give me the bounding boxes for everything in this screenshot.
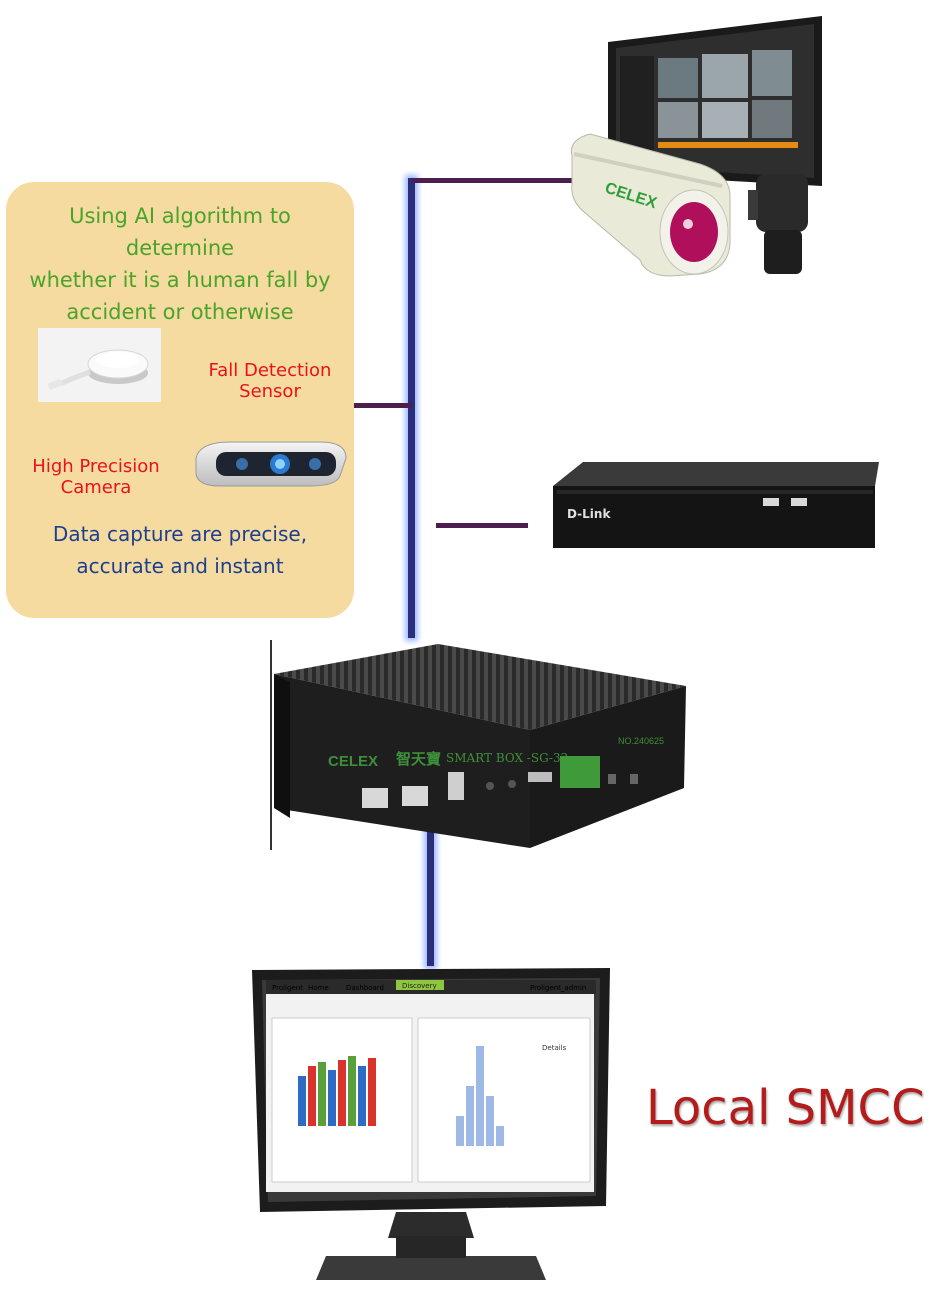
dlink-nvr-image: D-Link [553,460,879,550]
smart-box-model: SMART BOX -SG-32 [446,751,568,765]
monitor-details-title: Details [542,1044,567,1052]
local-smcc-caption: Local SMCC [646,1080,925,1136]
monitor-app-name: Proligent [272,984,303,992]
monitor-user: Proligent_admin [530,984,586,992]
smcc-monitor-image: Proligent Home Dashboard Discovery Proli… [246,966,616,1284]
lower-bus-line [427,808,434,966]
nvr-brand: D-Link [567,507,611,521]
camera-label: High Precision Camera [32,456,160,498]
monitor-nav-home: Home [308,984,329,992]
main-bus-line [408,178,415,638]
capture-text: Data capture are precise, accurate and i… [52,522,308,578]
monitor-nav-dashboard: Dashboard [346,984,384,992]
smart-box-brand: CELEX [328,753,378,770]
smart-box-serial: NO.240625 [618,736,664,746]
thermal-camera-system-image: CELEX [560,14,830,286]
monitor-nav-discovery: Discovery [402,982,437,990]
fall-sensor-label: Fall Detection Sensor [208,360,332,402]
panel-title: Using AI algorithm to determine whether … [29,204,331,324]
smart-box-chinese-brand: 智天寶 [396,750,441,768]
fall-sensor-image [38,328,161,402]
smart-box-image: CELEX 智天寶 SMART BOX -SG-32 NO.240625 [268,638,688,850]
connector-to-nvr [436,523,528,528]
precision-camera-image [190,436,350,490]
connector-to-panel [352,403,412,408]
connector-to-camera [412,178,575,183]
